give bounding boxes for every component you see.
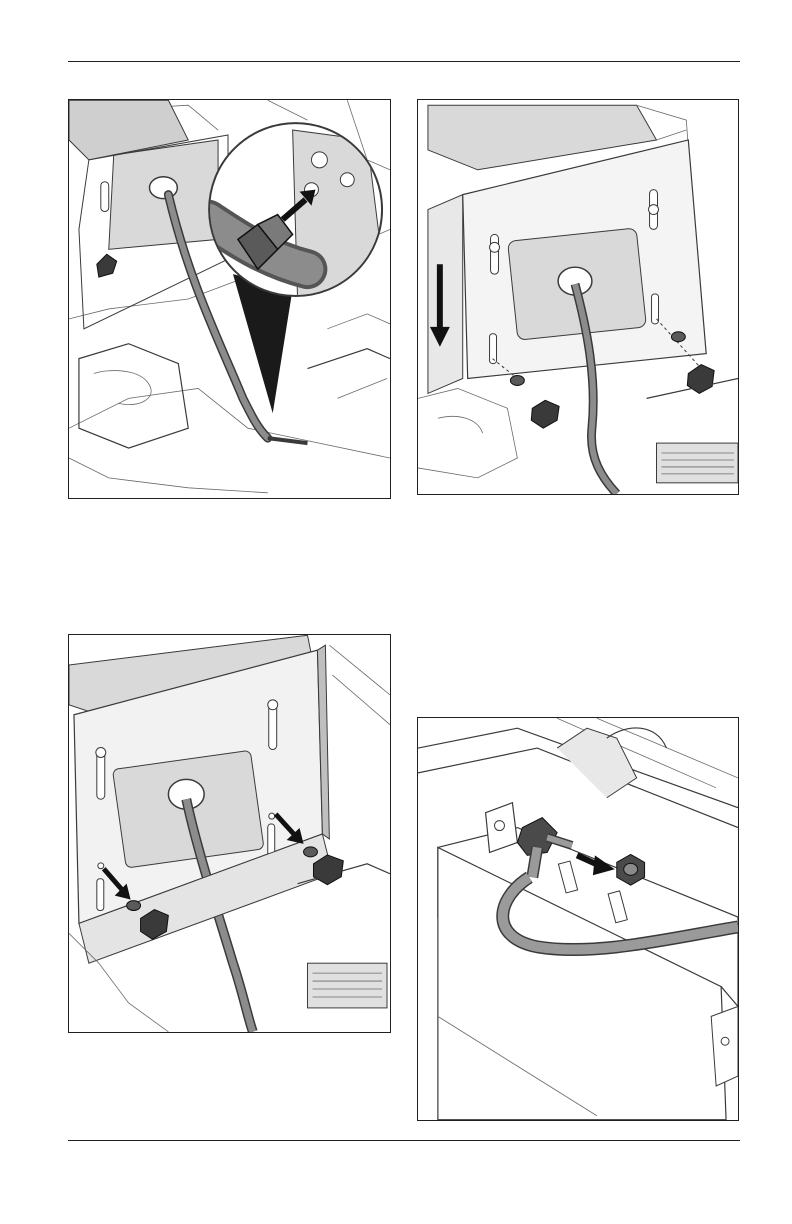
figure-hose-plate-closeup [68, 99, 391, 499]
illustration-4 [418, 718, 738, 1120]
top-rule [68, 61, 740, 62]
figure-plate-slide [417, 99, 739, 495]
illustration-3 [69, 635, 390, 1032]
figure-washer-knob-install [68, 634, 391, 1033]
illustration-1 [69, 100, 390, 498]
figure-hose-fitting-nut [417, 717, 739, 1121]
illustration-2 [418, 100, 738, 494]
bottom-rule [68, 1140, 740, 1141]
